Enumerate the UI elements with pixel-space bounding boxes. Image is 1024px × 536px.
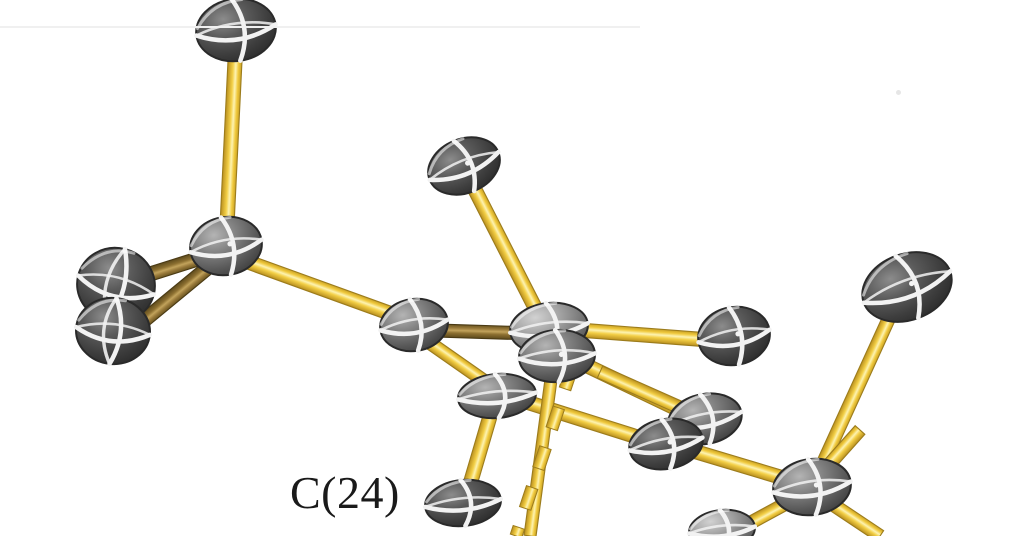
top-hairline bbox=[0, 26, 640, 28]
atom-center-lower bbox=[516, 327, 598, 385]
bond-center-to-right-upper bbox=[576, 322, 712, 348]
atoms-layer bbox=[73, 0, 953, 536]
atom-far-right-top bbox=[861, 251, 953, 323]
atom-bottom-edge bbox=[686, 507, 758, 536]
faint-speck bbox=[896, 90, 901, 95]
bond-top-to-hub bbox=[218, 39, 244, 247]
atom-top-center bbox=[427, 136, 501, 196]
atom-top bbox=[194, 0, 278, 63]
atom-left-lower bbox=[73, 295, 153, 367]
atom-upper-left-hub bbox=[188, 215, 264, 277]
atom-lower-right-hub bbox=[771, 457, 853, 517]
atom-mid-left bbox=[378, 297, 450, 353]
atom-mid-flat bbox=[455, 371, 539, 421]
bond-far-right-down bbox=[811, 301, 902, 478]
atom-right-upper bbox=[696, 305, 772, 367]
label-c24: C(24) bbox=[290, 467, 400, 518]
atom-right-mid-front bbox=[627, 417, 705, 471]
atom-lower-methyl bbox=[422, 477, 504, 529]
